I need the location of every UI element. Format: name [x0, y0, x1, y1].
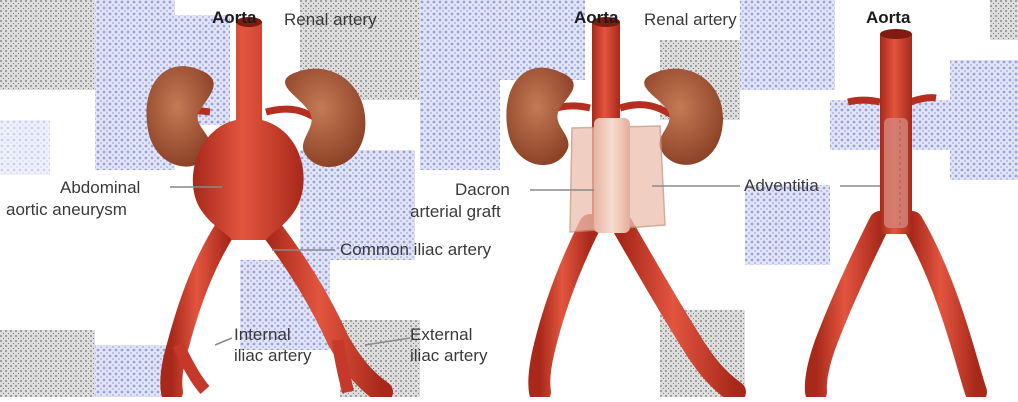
- graft-label: arterial graft: [410, 202, 501, 221]
- external-iliac-label-2: iliac artery: [410, 346, 487, 365]
- internal-iliac-label-1: Internal: [234, 325, 291, 344]
- aneurysm-label: aortic aneurysm: [6, 200, 127, 219]
- panel-3-title: Aorta: [866, 8, 910, 27]
- abdominal-label: Abdominal: [60, 178, 140, 197]
- panel-1-title: Aorta: [212, 8, 256, 27]
- external-iliac-label-1: External: [410, 325, 472, 344]
- renal-artery-label: Renal artery: [284, 10, 377, 29]
- left-kidney-2: [506, 68, 573, 165]
- dacron-label: Dacron: [455, 180, 510, 199]
- common-iliac-label: Common iliac artery: [340, 240, 491, 259]
- adventitia-label: Adventitia: [744, 176, 819, 195]
- internal-iliac-label-2: iliac artery: [234, 346, 311, 365]
- renal-artery-label-2: Renal artery: [644, 10, 737, 29]
- panel-2-title: Aorta: [574, 8, 618, 27]
